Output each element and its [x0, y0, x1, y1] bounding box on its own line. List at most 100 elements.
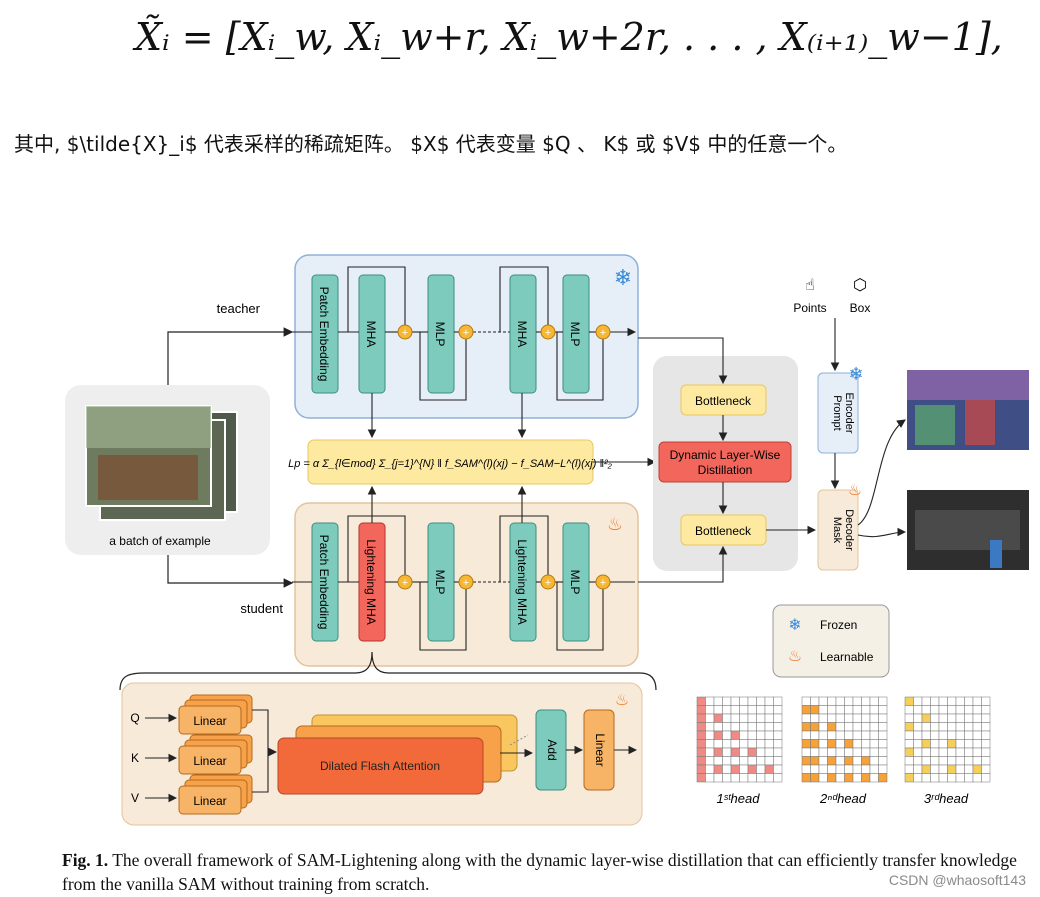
grid-cell [810, 730, 820, 740]
grid-cell [835, 713, 845, 723]
grid-cell [827, 705, 837, 715]
grid-cell [913, 722, 923, 732]
grid-cell [947, 747, 957, 757]
grid-cell [696, 722, 706, 732]
grid-cell [835, 739, 845, 749]
grid-cell [964, 696, 974, 706]
grid-cell [713, 713, 723, 723]
grid-cell [713, 756, 723, 766]
grid-cell [705, 713, 715, 723]
grid-cell [730, 730, 740, 740]
grid-cell [938, 764, 948, 774]
grid-cell [730, 764, 740, 774]
student-label: student [240, 601, 283, 616]
formula-lhs: X̃ᵢ = [135, 15, 226, 59]
grid-cell [827, 722, 837, 732]
grid-cell [981, 713, 991, 723]
grid-cell [696, 705, 706, 715]
grid-cell [930, 764, 940, 774]
grid-cell [964, 705, 974, 715]
grid-cell [801, 696, 811, 706]
grid-cell [747, 756, 757, 766]
grid-cell [835, 764, 845, 774]
bottleneck-top-label: Bottleneck [695, 394, 752, 408]
grid-cell [852, 722, 862, 732]
grid-cell [861, 773, 871, 783]
grid-cell [913, 705, 923, 715]
grid-cell [835, 730, 845, 740]
grid-cell [921, 764, 931, 774]
grid-cell [921, 713, 931, 723]
input-k: K [131, 751, 139, 765]
distill-line1: Dynamic Layer-Wise [670, 448, 781, 462]
mask-decoder-line1: Mask [831, 517, 843, 544]
grid-cell [955, 730, 965, 740]
grid-cell [981, 764, 991, 774]
grid-cell [818, 739, 828, 749]
grid-cell [852, 713, 862, 723]
grid-cell [869, 713, 879, 723]
dilated-label: Dilated Flash Attention [320, 759, 440, 773]
grid-cell [835, 696, 845, 706]
grid-cell [739, 764, 749, 774]
grid-cell [930, 739, 940, 749]
grid-cell [972, 747, 982, 757]
grid-cell [861, 705, 871, 715]
grid-cell [730, 705, 740, 715]
grid-cell [869, 696, 879, 706]
grid-cell [913, 773, 923, 783]
input-q: Q [130, 711, 139, 725]
grid-cell [844, 730, 854, 740]
grid-cell [801, 730, 811, 740]
sparse-matrix-formula: X̃ᵢ = [Xᵢ_w, Xᵢ_w+r, Xᵢ_w+2r, . . . , X₍… [135, 15, 1003, 59]
grid-cell [913, 713, 923, 723]
student-mlp-2-label: MLP [568, 570, 582, 595]
grid-cell [913, 747, 923, 757]
grid-cell [844, 696, 854, 706]
grid-cell [878, 756, 888, 766]
linear-stack-q: Linear [178, 694, 253, 735]
grid-cell [904, 696, 914, 706]
grid-cell [818, 713, 828, 723]
head-label-2: 2ⁿᵈhead [819, 791, 867, 806]
grid-cell [713, 722, 723, 732]
grid-cell [964, 747, 974, 757]
figure-caption: Fig. 1. The overall framework of SAM-Lig… [62, 848, 1032, 896]
grid-cell [972, 696, 982, 706]
pointer-icon: ☝ [805, 277, 815, 294]
grid-cell [938, 713, 948, 723]
detail-brace [119, 651, 657, 691]
grid-cell [713, 764, 723, 774]
grid-cell [696, 739, 706, 749]
grid-cell [773, 747, 783, 757]
grid-cell [756, 747, 766, 757]
grid-cell [869, 756, 879, 766]
grid-cell [972, 756, 982, 766]
grid-cell [773, 730, 783, 740]
grid-cell [904, 730, 914, 740]
grid-cell [747, 713, 757, 723]
grid-cell [722, 747, 732, 757]
legend-frozen: Frozen [820, 618, 857, 632]
grid-cell [730, 747, 740, 757]
grid-cell [947, 730, 957, 740]
dynamic-distillation-box [658, 441, 792, 483]
head-label-1: 1ˢᵗhead [717, 791, 761, 806]
svg-text:+: + [463, 327, 469, 339]
flame-icon: ♨ [615, 692, 629, 709]
head-grid-1 [696, 696, 783, 783]
batch-label: a batch of example [109, 534, 211, 548]
teacher-mha-2-label: MHA [515, 321, 529, 348]
grid-cell [818, 705, 828, 715]
flame-icon: ♨ [607, 514, 623, 534]
formula-body: [Xᵢ_w, Xᵢ_w+r, Xᵢ_w+2r, . . . , X₍ᵢ₊₁₎_w… [225, 15, 1003, 59]
grid-cell [801, 764, 811, 774]
grid-cell [921, 696, 931, 706]
grid-cell [827, 764, 837, 774]
teacher-mlp-1 [427, 274, 455, 394]
grid-cell [947, 705, 957, 715]
grid-cell [801, 756, 811, 766]
grid-cell [852, 764, 862, 774]
grid-cell [705, 730, 715, 740]
grid-cell [810, 739, 820, 749]
